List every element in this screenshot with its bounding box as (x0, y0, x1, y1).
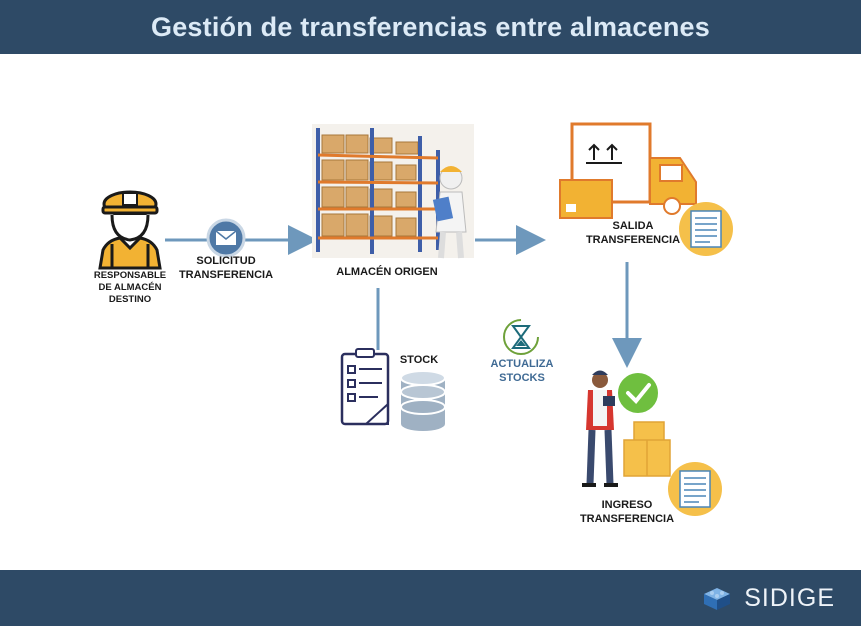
label-line: ACTUALIZA (490, 358, 554, 370)
page-title: Gestión de transferencias entre almacene… (151, 11, 710, 42)
brand-logo-icon (704, 587, 731, 610)
checklist-icon (340, 348, 390, 426)
label-stock: STOCK (392, 354, 446, 368)
label-line: TRANSFERENCIA (579, 512, 675, 525)
header-bar: Gestión de transferencias entre almacene… (0, 0, 861, 54)
label-almacen-origen: ALMACÉN ORIGEN (322, 266, 452, 280)
database-icon (400, 370, 446, 431)
hourglass-icon (503, 319, 539, 355)
footer-bar: SIDIGE (0, 570, 861, 626)
label-line: TRANSFERENCIA (178, 268, 274, 281)
delivery-truck-icon (559, 122, 697, 219)
worker-helmet-icon (98, 190, 162, 270)
label-solicitud: SOLICITUD TRANSFERENCIA (178, 255, 274, 283)
boxes-icon (623, 421, 671, 477)
label-salida: SALIDA TRANSFERENCIA (580, 220, 686, 248)
label-line: SOLICITUD (196, 255, 256, 267)
label-responsable: RESPONSABLE DE ALMACÉN DESTINO (84, 270, 176, 306)
receiving-worker-icon (582, 370, 618, 487)
brand-name: SIDIGE (744, 584, 835, 612)
label-actualiza: ACTUALIZA STOCKS (486, 358, 558, 386)
label-line: RESPONSABLE (93, 270, 167, 281)
label-line: DE ALMACÉN (98, 281, 162, 293)
document-icon (679, 202, 733, 256)
envelope-icon (206, 218, 246, 258)
label-ingreso: INGRESO TRANSFERENCIA (574, 499, 680, 527)
brand: SIDIGE (700, 584, 835, 613)
label-line: INGRESO (601, 499, 653, 511)
label-line: STOCK (399, 354, 439, 366)
label-line: ALMACÉN ORIGEN (336, 266, 438, 278)
label-line: TRANSFERENCIA (585, 233, 681, 246)
document-icon (668, 462, 722, 516)
label-line: DESTINO (108, 293, 152, 305)
checkmark-icon (616, 371, 660, 415)
warehouse-shelves-icon (312, 124, 474, 259)
label-line: STOCKS (499, 371, 545, 384)
label-line: SALIDA (612, 220, 654, 232)
